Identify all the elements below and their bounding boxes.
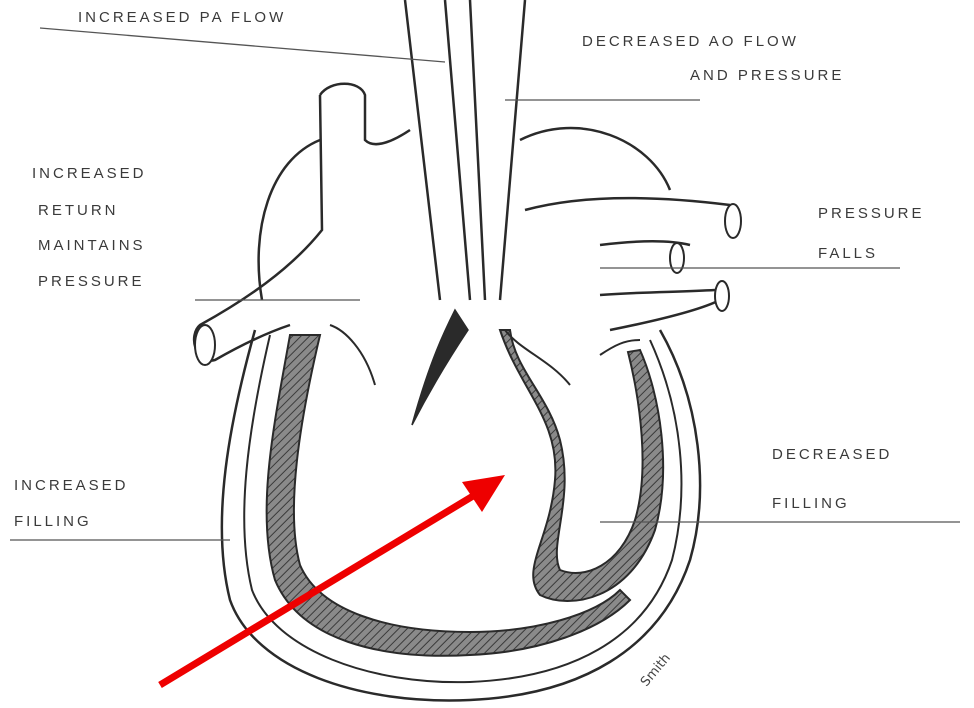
label-pressure-falls-1: PRESSURE bbox=[818, 200, 925, 227]
left-atrium bbox=[259, 140, 320, 300]
label-increased-return-3: MAINTAINS bbox=[38, 232, 146, 259]
vena-cava-opening bbox=[195, 325, 215, 365]
right-ventricle-wall bbox=[267, 335, 630, 656]
pulmonary-veins bbox=[520, 128, 730, 330]
label-increased-return-1: INCREASED bbox=[32, 160, 147, 187]
label-increased-filling-2: FILLING bbox=[14, 508, 92, 535]
label-increased-pa-flow: INCREASED PA FLOW bbox=[78, 4, 286, 31]
label-increased-return-2: RETURN bbox=[38, 197, 119, 224]
heart-inner-outline bbox=[244, 335, 681, 682]
label-pressure-falls-2: FALLS bbox=[818, 240, 878, 267]
label-increased-return-4: PRESSURE bbox=[38, 268, 145, 295]
vena-cava bbox=[194, 84, 410, 361]
pulmonary-vein-opening-3 bbox=[715, 281, 729, 311]
label-ao-pressure: AND PRESSURE bbox=[690, 62, 844, 89]
aorta bbox=[470, 0, 525, 300]
label-decreased-ao-flow: DECREASED Ao FLOW bbox=[582, 28, 799, 55]
label-decreased-filling-2: FILLING bbox=[772, 490, 850, 517]
label-increased-filling-1: INCREASED bbox=[14, 472, 129, 499]
septal-flap bbox=[412, 310, 468, 425]
label-decreased-filling-1: DECREASED bbox=[772, 441, 892, 468]
pulmonary-artery bbox=[405, 0, 470, 300]
left-ventricle-wall bbox=[500, 330, 663, 601]
red-arrow-head bbox=[462, 475, 505, 512]
pulmonary-vein-opening-1 bbox=[725, 204, 741, 238]
